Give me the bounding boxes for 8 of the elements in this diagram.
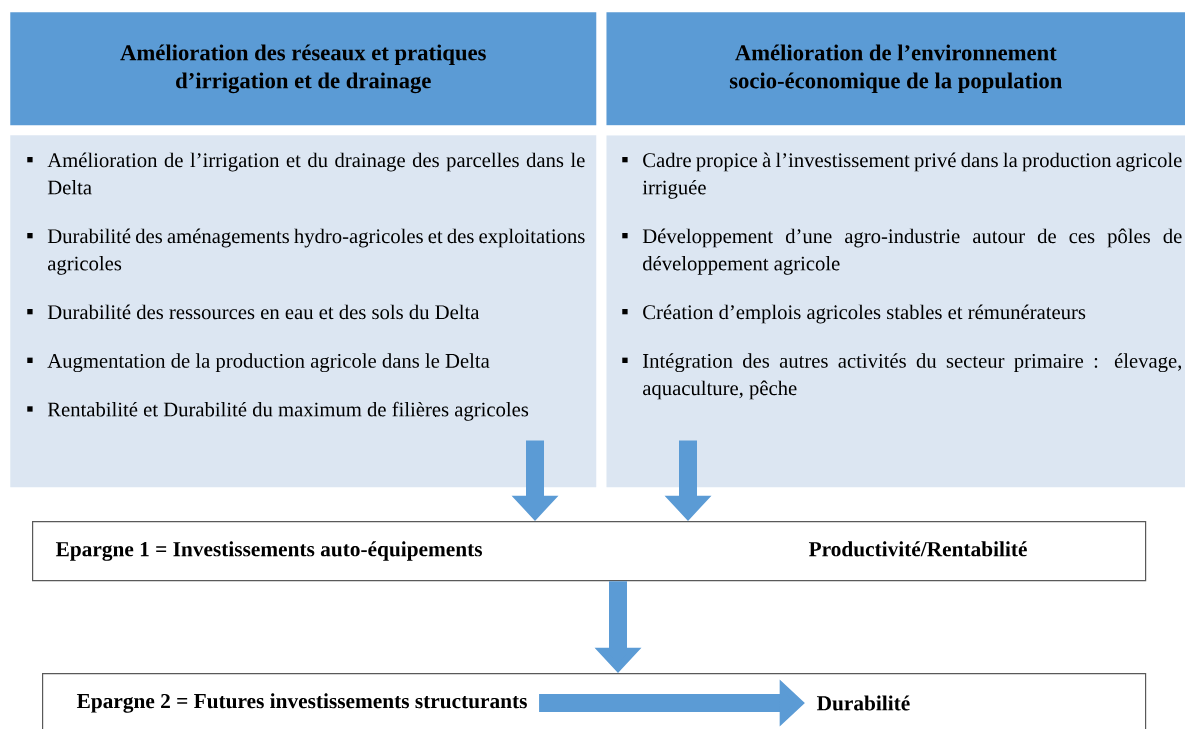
statement-box: Epargne 1 = Investissements auto-équipements Productivité/Rentabilité: [32, 521, 1147, 582]
header-band: Amélioration de l’environnement socio-économique de la population: [606, 12, 1185, 126]
statement-text: Durabilité: [817, 695, 910, 711]
statement-box: [42, 673, 1147, 729]
statement-text: Epargne 2 = Futures investissements structurants: [76, 693, 527, 713]
bullet-panel: Amélioration de l’irrigation et du drainage des parcelles dans le Delta Durabilité des aménagements hydro-agricoles et des exploitations agricoles Durabilité des ressources en eau et des sols du Delta Augmentation de la production agricole dans le Delta Rentabilité et Durabilité du maximum de filières agricoles: [10, 135, 597, 488]
header-band: Amélioration des réseaux et pratiques d’irrigation et de drainage: [10, 12, 597, 126]
bullet-panel: Cadre propice à l’investissement privé dans la production agricole irriguée Développement d’une agro-industrie autour de ces pôles de développement agricole Création d’emplois agricoles stables et rémunérateurs Intégration des autres activités du secteur primaire : élevage, aquaculture, pêche: [606, 135, 1185, 488]
